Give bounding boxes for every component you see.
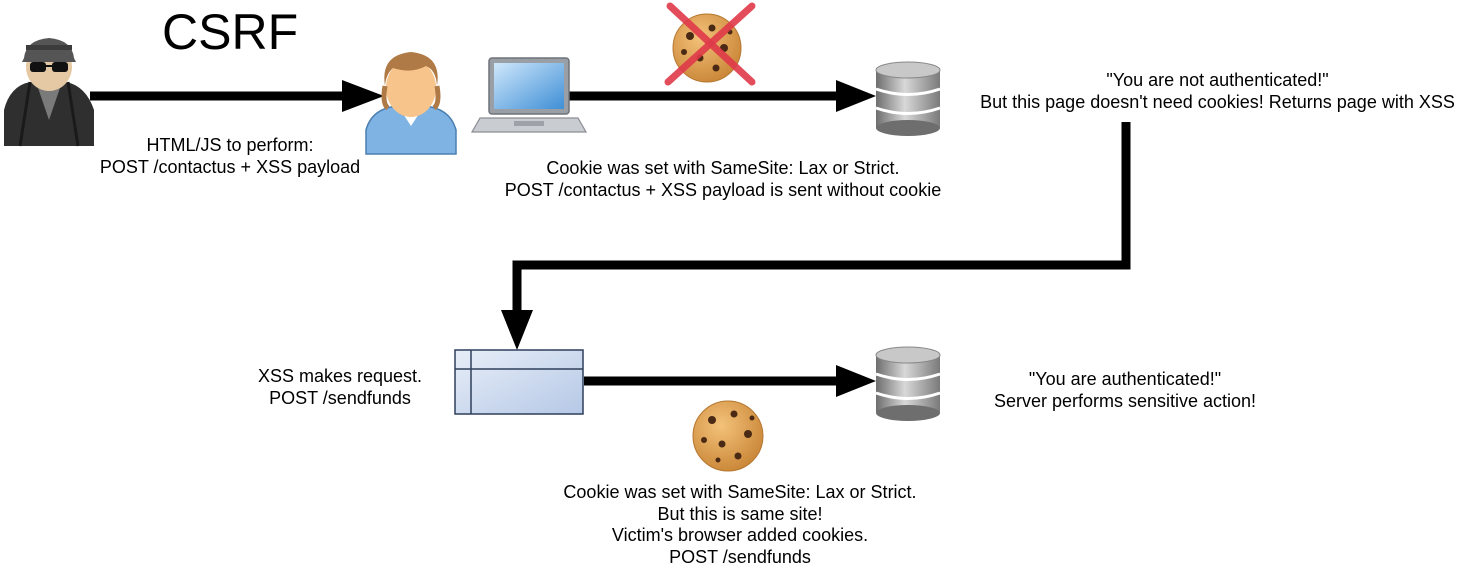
- same-site-request-line-3: Victim's browser added cookies.: [611, 525, 869, 545]
- server-response-2-label: "You are authenticated!" Server performs…: [965, 369, 1285, 412]
- same-site-request-line-4: POST /sendfunds: [669, 546, 811, 567]
- database-icon-bottom: [875, 346, 941, 421]
- attacker-payload-line-2: POST /contactus + XSS payload: [99, 156, 361, 177]
- xss-request-label: XSS makes request. POST /sendfunds: [230, 366, 450, 409]
- laptop-icon: [470, 57, 588, 133]
- arrow-attacker-to-victim: [90, 80, 384, 112]
- red-x-icon: [664, 2, 756, 86]
- cross-site-request-line-2: POST /contactus + XSS payload is sent wi…: [504, 179, 942, 200]
- server-response-2-line-2: Server performs sensitive action!: [993, 390, 1257, 411]
- user-icon: [365, 52, 457, 155]
- same-site-request-line-2: But this is same site!: [657, 503, 823, 524]
- same-site-request-line-1: Cookie was set with SameSite: Lax or Str…: [563, 482, 917, 502]
- server-response-1-line-2: But this page doesn't need cookies! Retu…: [980, 91, 1455, 112]
- diagram-title: CSRF: [162, 4, 299, 60]
- attacker-payload-label: HTML/JS to perform: POST /contactus + XS…: [80, 135, 380, 178]
- browser-window-icon: [454, 349, 584, 415]
- arrow-server-back-to-window: [501, 122, 1131, 350]
- server-response-2-line-1: "You are authenticated!": [1028, 369, 1222, 389]
- xss-request-line-1: XSS makes request.: [257, 366, 423, 386]
- same-site-request-label: Cookie was set with SameSite: Lax or Str…: [520, 482, 960, 568]
- arrow-window-to-server: [584, 365, 876, 397]
- database-icon-top: [875, 61, 941, 136]
- cookie-icon: [692, 400, 764, 472]
- attacker-payload-line-1: HTML/JS to perform:: [146, 135, 314, 155]
- cross-site-request-label: Cookie was set with SameSite: Lax or Str…: [473, 158, 973, 201]
- cross-site-request-line-1: Cookie was set with SameSite: Lax or Str…: [546, 158, 900, 178]
- server-response-1-line-1: "You are not authenticated!": [1106, 70, 1329, 90]
- arrow-laptop-to-server: [566, 80, 876, 112]
- server-response-1-label: "You are not authenticated!" But this pa…: [950, 70, 1482, 113]
- hacker-icon: [4, 38, 94, 147]
- xss-request-line-2: POST /sendfunds: [269, 387, 411, 408]
